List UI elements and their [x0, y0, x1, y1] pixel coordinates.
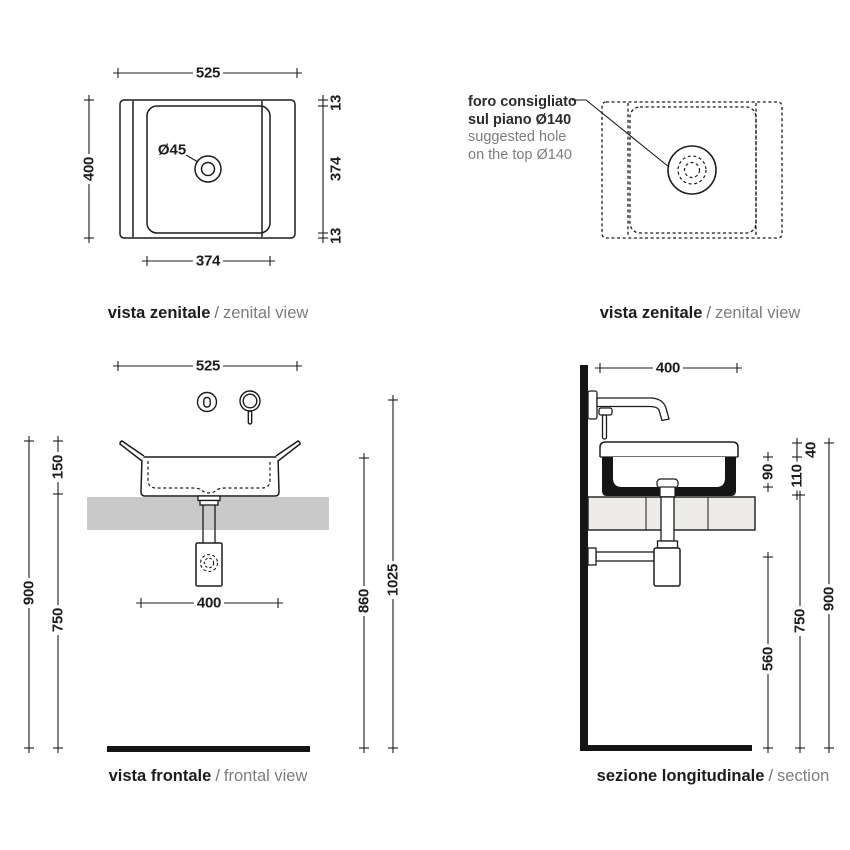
front-dim-counter-height: 750: [50, 604, 67, 636]
front-dim-rim-from-floor: 860: [356, 585, 373, 617]
plan-dim-edge-bottom: 13: [328, 224, 345, 248]
plan-drain-label: Ø45: [157, 141, 187, 159]
front-caption: vista frontale/frontal view: [108, 767, 308, 785]
drain-circle: [194, 155, 222, 183]
front-dim-width: 525: [192, 358, 224, 374]
section-dim-depth: 400: [652, 360, 684, 376]
basin-front-inner-dashed: [147, 461, 271, 494]
plan-hole-caption: vista zenitale/zenital view: [599, 304, 801, 322]
basin-front-outline: [119, 440, 301, 497]
front-dim-bottom-width: 400: [193, 595, 225, 611]
plan-view: [84, 68, 328, 266]
front-dim-total-height: 900: [21, 577, 38, 609]
plan-caption: vista zenitale/zenital view: [107, 304, 309, 322]
plan-dim-width: 525: [192, 65, 224, 81]
floor-line-front: [107, 746, 310, 752]
section-dim-bowl-depth: 90: [760, 460, 777, 484]
wall-line: [580, 365, 588, 750]
plan-hole-view: [572, 99, 783, 239]
dim-line-right-stack: [318, 95, 328, 243]
suggested-hole-note: foro consigliato sul piano Ø140 suggeste…: [468, 94, 577, 163]
faucet-section: [587, 390, 670, 440]
dim-line-150-750: [53, 436, 63, 753]
section-view: [580, 363, 834, 753]
suggested-hole-circle: [667, 145, 717, 195]
front-dim-spout-from-floor: 1025: [385, 560, 402, 600]
basin-section: [599, 441, 739, 498]
drain-trap-section: [587, 496, 681, 587]
basin-plan-dashed-outline: [601, 101, 783, 239]
note-leader-line: [572, 99, 670, 168]
front-dim-basin-height: 150: [50, 451, 67, 483]
section-dim-counter-from-floor: 750: [792, 605, 809, 637]
faucet-front: [196, 390, 261, 425]
plan-dim-inner-width: 374: [192, 253, 224, 269]
plan-dim-edge-top: 13: [328, 91, 345, 115]
basin-plan-outline: [119, 99, 296, 239]
section-dim-pipe-from-floor: 560: [760, 643, 777, 675]
frontal-view: [24, 361, 398, 753]
section-dim-rim-band: 40: [803, 438, 820, 462]
section-dim-total-height: 900: [821, 583, 838, 615]
drain-trap-front: [195, 495, 223, 587]
floor-line-section: [580, 745, 752, 751]
section-caption: sezione longitudinale/section: [596, 767, 830, 785]
drain-leader-line: [185, 154, 199, 163]
section-dim-above-counter: 110: [789, 461, 806, 491]
plan-dim-inner-height: 374: [328, 153, 345, 185]
plan-dim-height: 400: [81, 153, 98, 185]
